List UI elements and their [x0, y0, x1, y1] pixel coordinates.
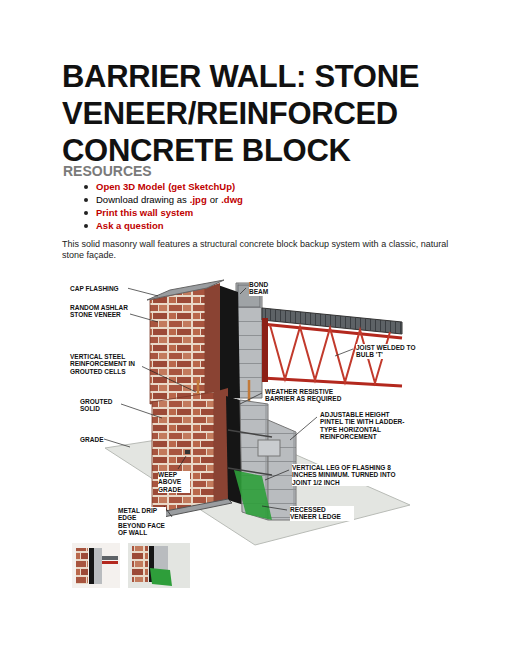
bullet-item: Print this wall system	[84, 207, 196, 219]
page-title: BARRIER WALL: STONE VENEER/REINFORCED CO…	[62, 58, 482, 169]
callout-label: RANDOM ASHLAR STONE VENEER	[70, 304, 130, 319]
callout-label: ADJUSTABLE HEIGHT PINTEL TIE WITH LADDER…	[320, 411, 412, 440]
link-text: .jpg	[190, 194, 207, 205]
bullet-dot	[84, 185, 88, 189]
callout-label: VERTICAL LEG OF FLASHING 8 INCHES MINIMU…	[292, 464, 402, 486]
callout-label: GRADE	[80, 436, 104, 443]
callout-label: JOIST WELDED TO BULB 'T'	[356, 344, 420, 359]
section-heading: RESOURCES	[63, 163, 152, 179]
callout-label: METAL DRIP EDGE BEYOND FACE OF WALL	[118, 507, 166, 536]
bullet-item: Ask a question	[84, 220, 167, 232]
callout-label: VERTICAL STEEL REINFORCEMENT IN GROUTED …	[70, 353, 142, 375]
link-text: Ask a question	[96, 220, 164, 231]
bullet-dot	[84, 224, 88, 228]
link-text: (get SketchUp)	[168, 181, 235, 192]
callout-label: WEEP ABOVE GRADE	[158, 471, 190, 493]
callout-label: WEATHER RESISTIVE BARRIER AS REQUIRED	[265, 388, 353, 403]
link-text: Download drawing as	[96, 194, 187, 205]
bullet-dot	[84, 198, 88, 202]
callout-label: BOND BEAM	[249, 281, 283, 296]
link-text: .dwg	[221, 194, 243, 205]
link-text: Open 3D Model	[96, 181, 165, 192]
bullet-item: Open 3D Model(get SketchUp)	[84, 181, 238, 193]
bullet-item: Download drawing as.jpgor.dwg	[84, 194, 246, 206]
callout-label: GROUTED SOLID	[80, 398, 120, 413]
bullet-dot	[84, 211, 88, 215]
callout-label: RECESSED VENEER LEDGE	[290, 506, 354, 521]
link-text: Print this wall system	[96, 207, 193, 218]
link-text: or	[210, 194, 218, 205]
intro-paragraph: This solid masonry wall features a struc…	[62, 239, 462, 261]
callout-label: CAP FLASHING	[70, 285, 128, 292]
